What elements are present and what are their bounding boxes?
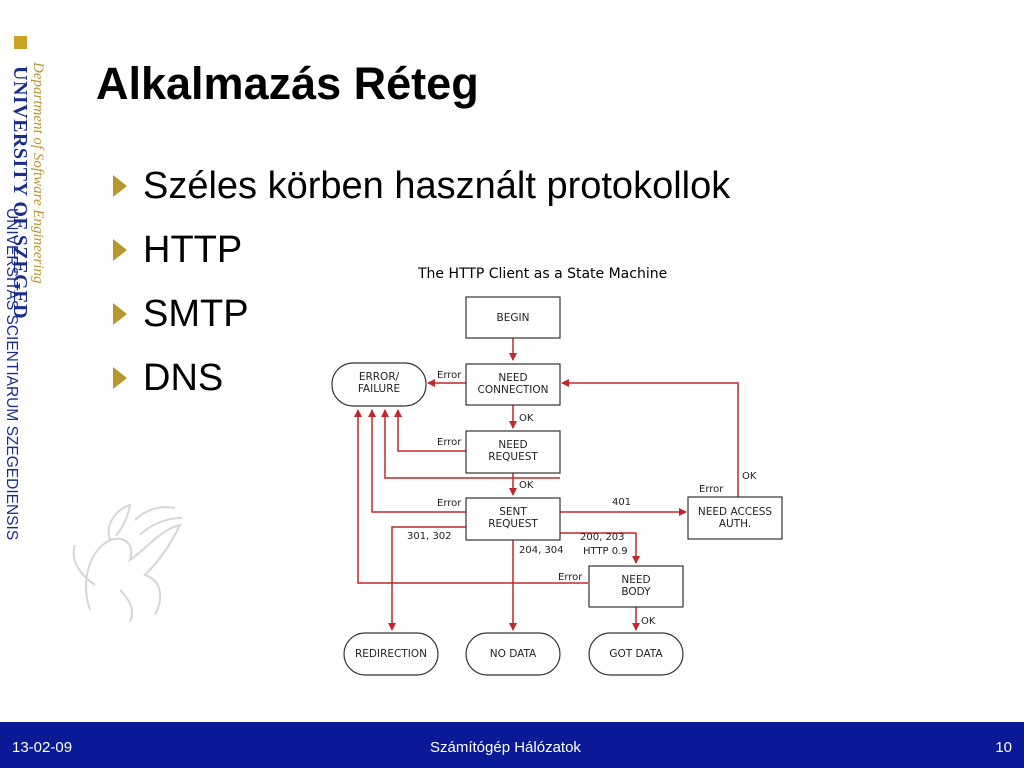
bullet-text: SMTP	[143, 293, 249, 335]
bullet-item: HTTP	[113, 224, 730, 288]
diagram-title: The HTTP Client as a State Machine	[417, 266, 667, 282]
svg-text:NEED: NEED	[498, 372, 527, 384]
footer-title: Számítógép Hálózatok	[430, 739, 581, 756]
http-state-machine-diagram: The HTTP Client as a State Machine Error…	[331, 266, 783, 676]
page-number: 10	[995, 739, 1012, 756]
svg-text:NEED ACCESS: NEED ACCESS	[698, 506, 773, 518]
state-need-connection: NEED CONNECTION	[465, 363, 561, 406]
university-sidebar: Department of Software Engineering UNIVE…	[0, 0, 183, 722]
bullet-arrow-icon	[113, 239, 127, 261]
svg-text:REDIRECTION: REDIRECTION	[355, 648, 427, 660]
svg-text:NO DATA: NO DATA	[490, 648, 537, 660]
edge-label-ok: OK	[519, 480, 534, 491]
state-got-data: GOT DATA	[588, 632, 684, 676]
edge-label-error: Error	[699, 484, 724, 495]
department-name: Department of Software Engineering	[30, 62, 46, 284]
state-need-request: NEED REQUEST	[465, 430, 561, 474]
bullet-item: Széles körben használt protokollok	[113, 160, 730, 224]
svg-text:NEED: NEED	[621, 574, 650, 586]
edge-label-error: Error	[558, 572, 583, 583]
state-error-failure: ERROR/ FAILURE	[331, 362, 427, 407]
bullet-text: DNS	[143, 357, 224, 399]
svg-text:REQUEST: REQUEST	[488, 518, 538, 530]
svg-text:REQUEST: REQUEST	[488, 451, 538, 463]
edge-label-ok: OK	[641, 616, 656, 627]
state-begin: BEGIN	[465, 296, 561, 339]
bullet-arrow-icon	[113, 367, 127, 389]
bullet-text: HTTP	[143, 229, 243, 271]
edge-label-401: 401	[612, 497, 631, 508]
edge-label-ok: OK	[519, 413, 534, 424]
svg-text:CONNECTION: CONNECTION	[478, 384, 549, 396]
svg-text:ERROR/: ERROR/	[359, 371, 400, 383]
edge-label-error: Error	[437, 437, 462, 448]
bullet-arrow-icon	[113, 175, 127, 197]
svg-text:AUTH.: AUTH.	[719, 518, 751, 530]
edge-label-301-302: 301, 302	[407, 531, 452, 542]
slide-title: Alkalmazás Réteg	[96, 58, 479, 109]
bullet-item: DNS	[113, 352, 730, 416]
diagram-edges	[354, 338, 739, 631]
corner-square-decoration	[14, 36, 27, 49]
state-need-body: NEED BODY	[588, 565, 684, 608]
svg-text:SENT: SENT	[499, 506, 527, 518]
bullet-arrow-icon	[113, 303, 127, 325]
footer-date: 13-02-09	[12, 739, 73, 756]
edge-label-error: Error	[437, 498, 462, 509]
svg-text:BODY: BODY	[621, 586, 651, 598]
state-redirection: REDIRECTION	[343, 632, 439, 676]
edge-label-error: Error	[437, 370, 462, 381]
edge-label-ok: OK	[742, 471, 757, 482]
svg-text:BEGIN: BEGIN	[497, 312, 530, 324]
edge-labels: Error OK Error OK Error 401 OK Error 301…	[407, 370, 757, 627]
svg-text:FAILURE: FAILURE	[358, 383, 400, 395]
bullet-item: SMTP	[113, 288, 730, 352]
edge-label-204-304: 204, 304	[519, 545, 564, 556]
svg-text:NEED: NEED	[498, 439, 527, 451]
university-motto: UNIVERSITAS SCIENTIARUM SZEGEDIENSIS	[3, 208, 20, 541]
edge-label-http-09: HTTP 0.9	[583, 546, 628, 557]
state-need-access-auth: NEED ACCESS AUTH.	[687, 496, 783, 540]
state-no-data: NO DATA	[465, 632, 561, 676]
bullet-text: Széles körben használt protokollok	[143, 165, 731, 207]
griffin-logo	[72, 503, 183, 623]
footer-bar: 13-02-09 Számítógép Hálózatok 10	[0, 722, 1024, 768]
edge-label-200-203: 200, 203	[580, 532, 625, 543]
svg-text:GOT DATA: GOT DATA	[609, 648, 663, 660]
bullet-list: Széles körben használt protokollok HTTP …	[113, 160, 730, 416]
state-sent-request: SENT REQUEST	[465, 497, 561, 541]
